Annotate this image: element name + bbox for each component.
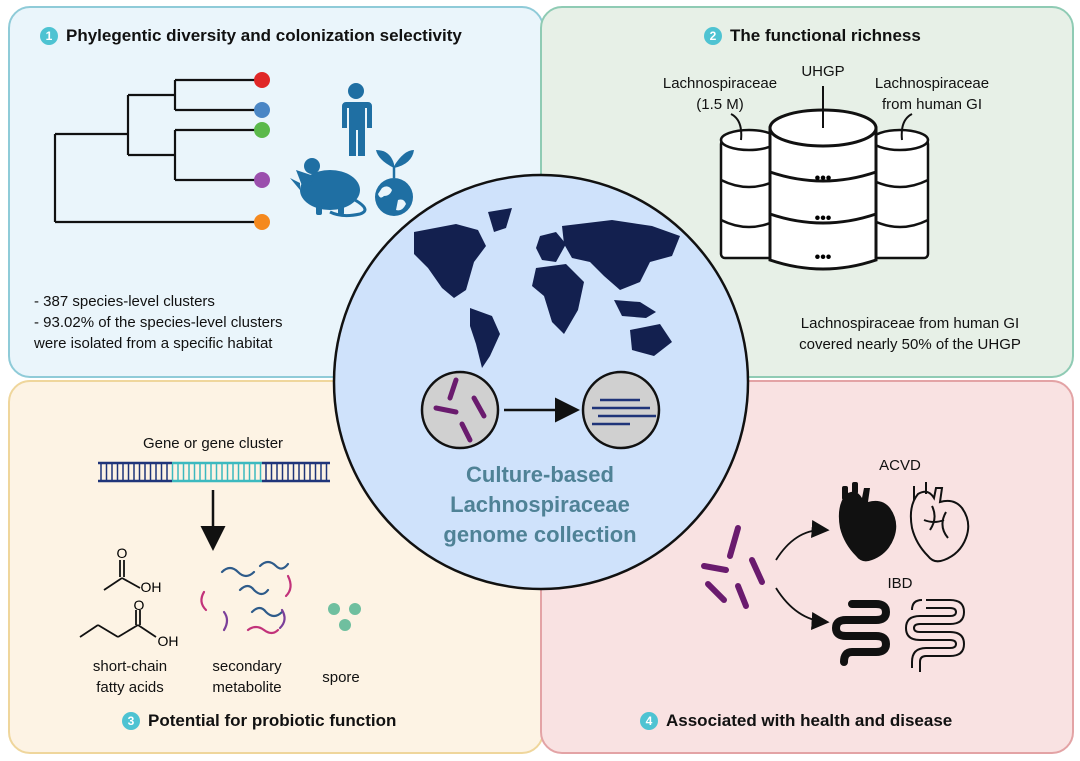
butyrate-structure xyxy=(79,610,157,638)
tree-leaf-dot xyxy=(254,72,270,88)
db-dots-row-1: ••• xyxy=(815,170,832,187)
arrow-to-ibd xyxy=(775,587,830,631)
disease-ibd-label: IBD xyxy=(887,575,913,592)
petri-dish-genome xyxy=(581,370,661,450)
mouse-icon xyxy=(290,158,367,218)
metabolite-label-line-2: metabolite xyxy=(212,679,282,696)
petri-dish-bacteria xyxy=(420,370,500,450)
disease-acvd-label: ACVD xyxy=(879,457,921,474)
panel-1-title-text: Phylegentic diversity and colonization s… xyxy=(66,26,462,45)
genome-sequence-lines xyxy=(592,398,656,426)
db-dots-row-2: ••• xyxy=(815,210,832,227)
intestine-solid-icon xyxy=(831,600,891,666)
stat-habitat-percent: - 93.02% of the species-level clusters xyxy=(34,314,283,331)
functional-summary-line-1: Lachnospiraceae from human GI xyxy=(800,315,1020,332)
bacteria-rods-icon xyxy=(701,525,765,609)
db-left-label-line-1: Lachnospiraceae xyxy=(662,75,778,92)
tree-leaf-dot xyxy=(254,214,270,230)
tree-leaf-dot xyxy=(254,172,270,188)
dish-bacteria-rods xyxy=(433,377,487,443)
arrow-to-acvd xyxy=(775,520,830,561)
functional-summary-line-2: covered nearly 50% of the UHGP xyxy=(799,336,1021,353)
panel-2-badge: 2 xyxy=(704,27,722,45)
metabolite-label-line-1: secondary xyxy=(212,658,282,675)
dna-gene-cluster xyxy=(98,461,330,483)
center-title-line-1: Culture-based xyxy=(466,462,614,487)
stat-species-clusters: - 387 species-level clusters xyxy=(34,293,215,310)
earth-sprout-icon xyxy=(375,150,414,216)
heart-outline-icon xyxy=(909,482,970,563)
tree-leaf-dot xyxy=(254,122,270,138)
panel-4-title-text: Associated with health and disease xyxy=(666,711,953,730)
intestine-outline-icon xyxy=(904,599,966,672)
world-map xyxy=(414,208,680,368)
database-label-connectors xyxy=(730,86,913,141)
butyrate-o: O xyxy=(134,597,145,613)
gene-cluster-label: Gene or gene cluster xyxy=(142,435,284,452)
stat-habitat-specific: were isolated from a specific habitat xyxy=(34,335,273,352)
phylogenetic-tree xyxy=(53,78,258,224)
scfa-label-line-2: fatty acids xyxy=(96,679,164,696)
panel-3-title-text: Potential for probiotic function xyxy=(148,711,397,730)
db-center-label: UHGP xyxy=(801,63,845,80)
database-left-icon xyxy=(719,128,779,260)
panel-3-title: 3 Potential for probiotic function xyxy=(122,711,396,731)
database-right-icon xyxy=(870,128,930,260)
panel-4-badge: 4 xyxy=(640,712,658,730)
center-title-line-3: genome collection xyxy=(443,522,637,547)
database-uhgp-icon xyxy=(768,108,878,271)
heart-solid-icon xyxy=(838,482,897,562)
center-title: Culture-based Lachnospiraceae genome col… xyxy=(415,460,665,550)
spore-dots xyxy=(328,603,361,631)
db-right-label-line-1: Lachnospiraceae xyxy=(874,75,990,92)
tree-leaf-dot xyxy=(254,102,270,118)
spore-label: spore xyxy=(322,669,360,686)
secondary-metabolite-squiggles xyxy=(200,560,292,635)
panel-2-title-text: The functional richness xyxy=(730,26,921,45)
human-icon xyxy=(342,83,372,156)
panel-2-title: 2 The functional richness xyxy=(704,26,921,46)
acetate-structure xyxy=(103,560,141,591)
tree-leaf-dots xyxy=(254,72,270,230)
butyrate-oh: OH xyxy=(158,633,179,649)
panel-3-badge: 3 xyxy=(122,712,140,730)
center-title-line-2: Lachnospiraceae xyxy=(450,492,630,517)
panel-4-title: 4 Associated with health and disease xyxy=(640,711,952,731)
scfa-label-line-1: short-chain xyxy=(92,658,168,675)
db-dots-row-3: ••• xyxy=(815,249,832,266)
db-right-label-line-2: from human GI xyxy=(881,96,983,113)
panel-1-badge: 1 xyxy=(40,27,58,45)
acetate-oh: OH xyxy=(141,579,162,595)
panel-1-title: 1 Phylegentic diversity and colonization… xyxy=(40,26,462,46)
acetate-o: O xyxy=(117,545,128,561)
db-left-label-line-2: (1.5 M) xyxy=(696,96,744,113)
